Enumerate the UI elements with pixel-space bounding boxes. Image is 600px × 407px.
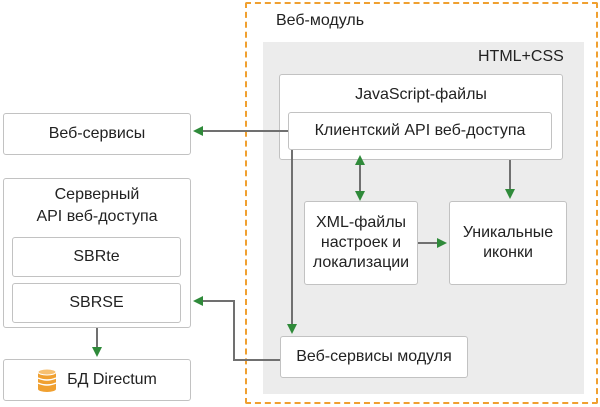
sbrse-box: SBRSE [12, 283, 181, 323]
sbrte-label: SBRte [73, 248, 120, 265]
sbrse-label: SBRSE [69, 294, 124, 311]
web-module-title: Веб-модуль [276, 12, 365, 29]
database-label: БД Directum [67, 371, 157, 388]
web-services-label: Веб-сервисы [48, 125, 146, 142]
client-api-box: Клиентский API веб-доступа [288, 112, 552, 150]
unique-icons-line-1: Уникальные [462, 224, 554, 241]
module-web-services-label: Веб-сервисы модуля [296, 348, 452, 365]
database-icon [37, 368, 57, 392]
server-api-line-2: API веб-доступа [36, 208, 158, 225]
arrow-module-services-to-sbrse [193, 296, 280, 361]
javascript-files-label: JavaScript-файлы [355, 86, 487, 103]
xml-files-line-2: настроек и [320, 234, 402, 251]
sbrte-box: SBRte [12, 237, 181, 277]
web-services-box: Веб-сервисы [3, 113, 191, 155]
xml-files-line-1: XML-файлы [315, 214, 407, 231]
html-css-label: HTML+CSS [478, 48, 564, 65]
unique-icons-box: Уникальные иконки [449, 201, 567, 285]
server-api-line-1: Серверный [54, 186, 140, 203]
xml-files-line-3: локализации [312, 254, 410, 271]
web-module-frame [245, 2, 598, 404]
client-api-label: Клиентский API веб-доступа [314, 122, 526, 139]
xml-files-box: XML-файлы настроек и локализации [304, 201, 418, 285]
module-web-services-box: Веб-сервисы модуля [280, 336, 468, 378]
unique-icons-line-2: иконки [483, 244, 533, 261]
database-box: БД Directum [3, 359, 191, 401]
